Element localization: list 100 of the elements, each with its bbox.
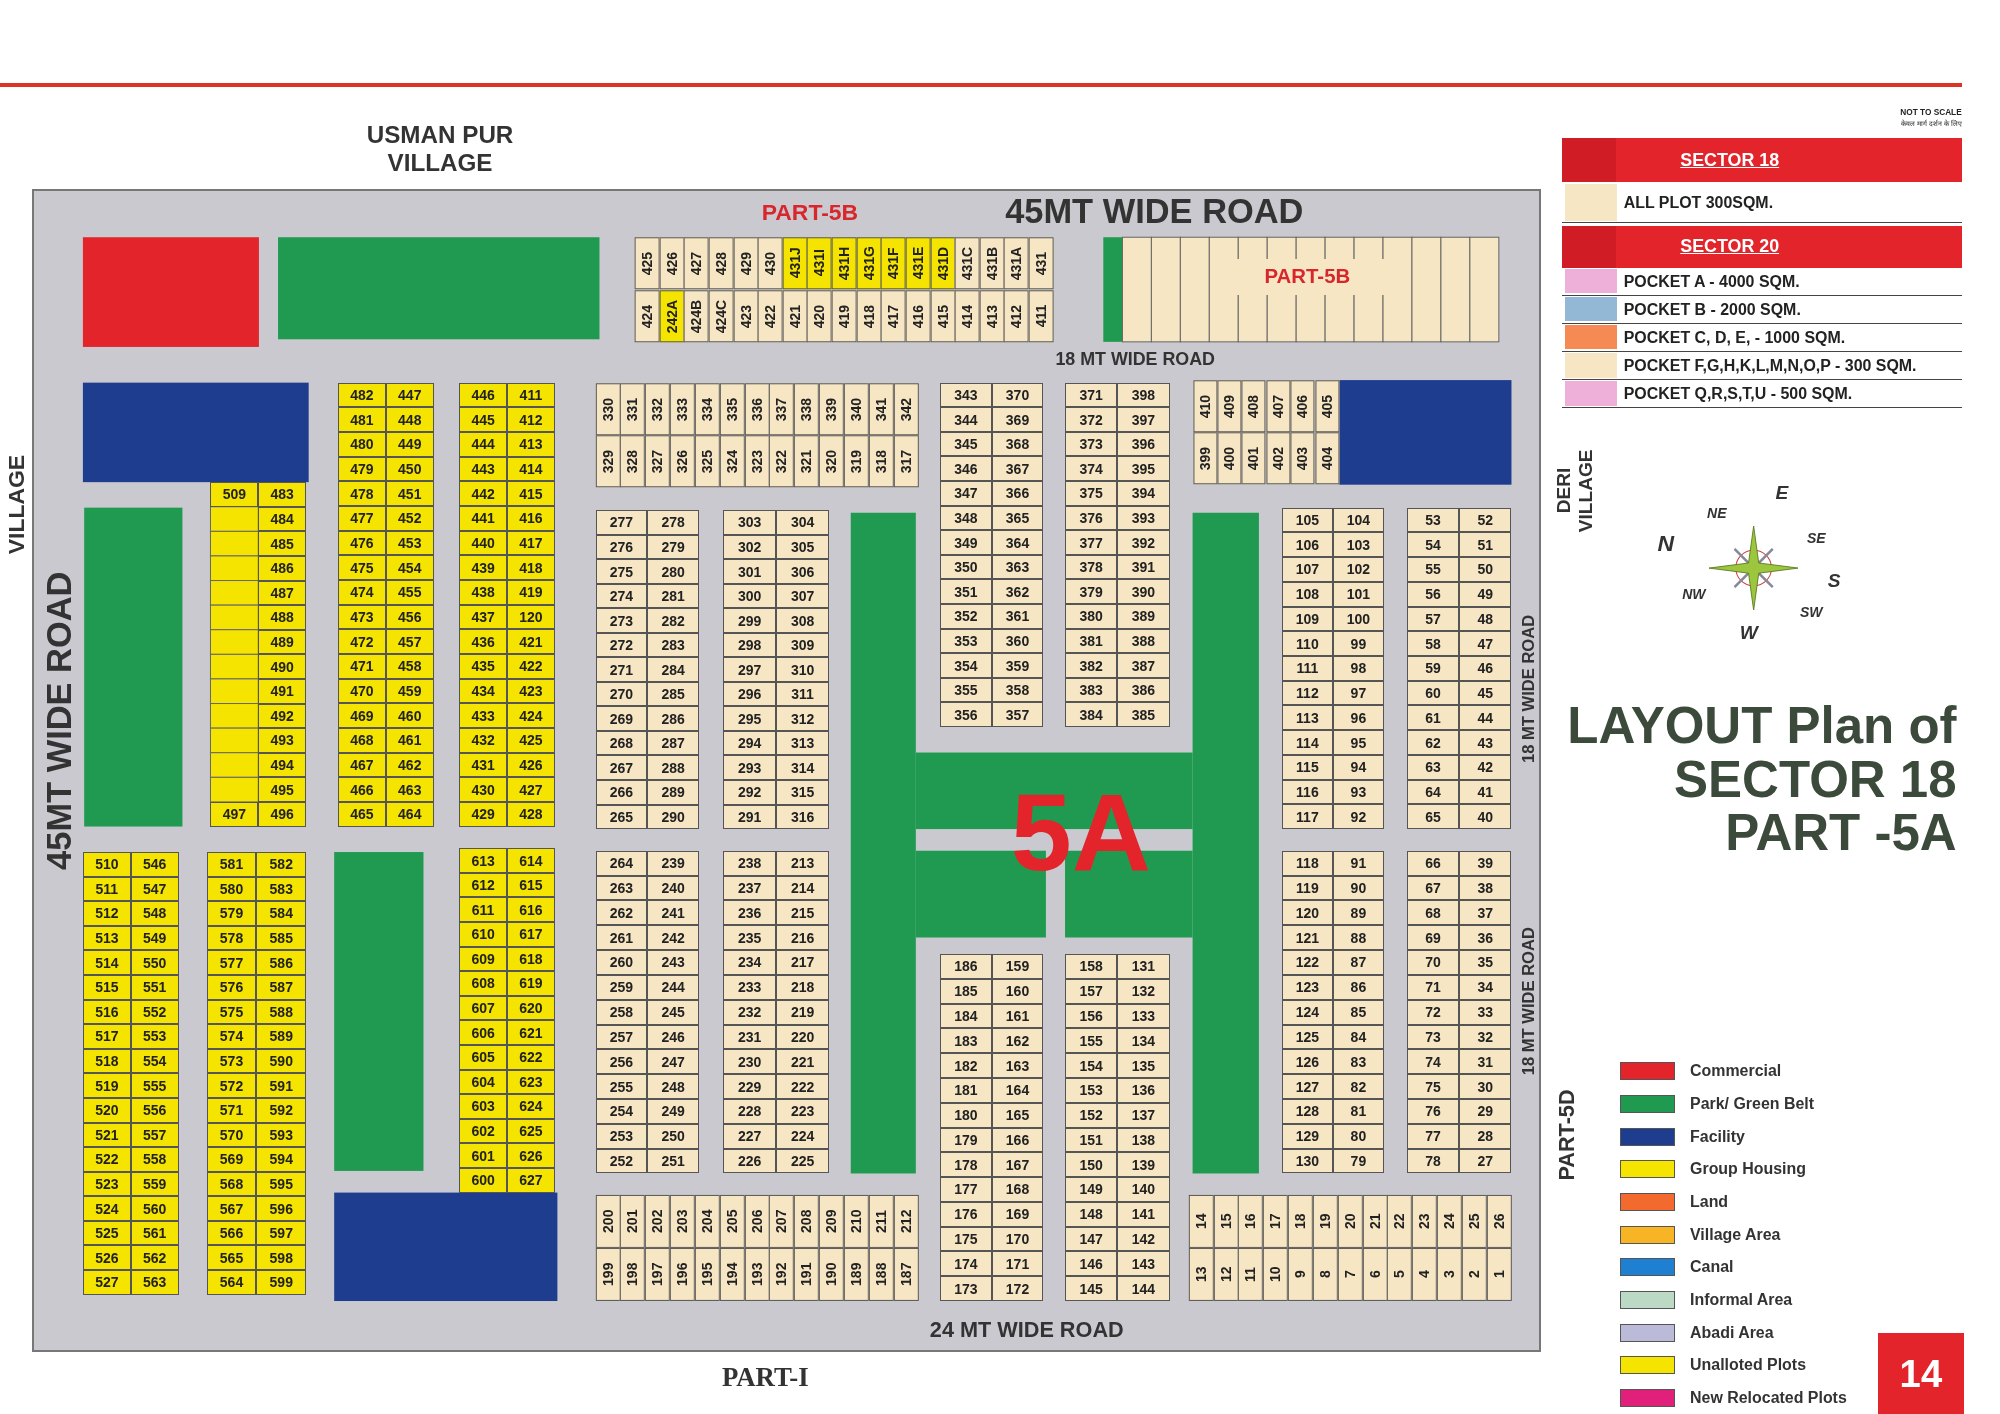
plot-number: 522 [82,1147,131,1172]
plot-number: 206 [744,1195,770,1249]
plot-number: 418 [856,289,882,342]
plot-number: 354 [940,653,992,678]
plot-number: 425 [507,727,555,753]
plot-number: 134 [1117,1028,1170,1054]
plot-number: 610 [459,922,507,947]
plot-number: 14 [1188,1195,1214,1249]
plot-number: 34 [1459,974,1512,1000]
plot-number: 209 [819,1195,844,1249]
plot-number: 293 [723,755,777,780]
plot-number: 351 [940,579,992,605]
plot-number: 158 [1065,954,1118,979]
plot-number: 595 [256,1171,307,1197]
plot-number: 167 [991,1152,1044,1178]
plot-number: 296 [723,681,777,707]
plot-number: 99 [1332,631,1384,656]
plot-number: 441 [459,505,507,531]
plot-number: 423 [733,289,759,342]
plot-number: 120 [507,604,555,630]
plot-number: 110 [1281,631,1333,656]
plot-number: 47 [1459,631,1512,656]
plot-number: 417 [881,289,906,342]
plot-number: 213 [776,850,830,876]
legend-label: Park/ Green Belt [1690,1094,1816,1115]
plot-number: 383 [1065,677,1118,703]
plot-number: 433 [459,703,507,728]
plot-number: 287 [647,730,699,756]
plot-number: 173 [940,1276,992,1301]
plot-number: 468 [338,727,386,753]
plot-number: 288 [647,755,699,780]
plot-number: 250 [647,1123,699,1149]
plot-number: 404 [1314,432,1340,485]
plot-number: 411 [507,382,555,408]
plot-number: 152 [1065,1102,1118,1128]
plot-number: 197 [645,1248,671,1301]
plot-number: 142 [1117,1226,1170,1252]
plot-number: 297 [723,657,777,682]
plot-number: 412 [507,407,555,432]
plot-number: 244 [647,974,699,1000]
plot-number: 381 [1065,628,1118,654]
plot-number: 445 [459,407,507,432]
plot-number: 280 [647,559,699,584]
legend-label: New Relocated Plots [1690,1387,1848,1408]
plot-number: 526 [82,1245,131,1271]
plot-number: 621 [507,1020,555,1045]
plot-number: 133 [1117,1003,1170,1029]
plot-number: 143 [1117,1251,1170,1277]
plot-number: 410 [1192,380,1217,433]
plot-number: 168 [991,1177,1044,1202]
plot-number: 376 [1065,505,1118,531]
plot-number: 369 [991,407,1044,432]
compass-letter: SE [1805,528,1827,548]
plot-number: 25 [1461,1195,1487,1249]
plot-number: 324 [719,434,745,488]
plot-number: 479 [338,456,386,482]
plot-number: 431I [807,237,833,290]
plot-number: 619 [507,971,555,996]
plot-number: 432 [459,727,507,753]
plot-number: 457 [385,629,434,654]
plot-number: 442 [459,481,507,506]
plot-number: 470 [338,678,386,704]
plot-number: 22 [1387,1195,1413,1249]
plot-number: 106 [1281,532,1333,558]
plot-number: 408 [1241,380,1266,433]
plot-number: 421 [782,289,808,342]
plot-number: 346 [940,456,992,482]
plot-number: 43 [1459,730,1512,755]
legend-label: POCKET F,G,H,K,L,M,N,O,P - 300 SQM. [1623,356,1918,377]
plot-number: 70 [1406,950,1460,975]
plot-number: 335 [719,382,745,435]
plot-number: 490 [258,654,307,679]
plot-number: 429 [733,237,759,290]
plot-number: 393 [1117,505,1170,531]
plot-number: 380 [1065,604,1118,629]
plot-number: 236 [723,900,777,926]
plot-number: 473 [338,604,386,630]
plot-number: 334 [694,382,720,435]
plot-number: 200 [595,1195,621,1249]
plot-number: 102 [1332,557,1384,582]
plot-number: 96 [1332,705,1384,731]
plot-number: 191 [794,1248,820,1301]
plot-number: 431H [832,237,857,290]
plot-number: 430 [758,237,783,290]
plot-number: 340 [843,382,869,435]
plot-number: 281 [647,583,699,609]
plot-number: 475 [338,555,386,580]
plot-number: 255 [595,1074,648,1099]
plot-number: 606 [459,1020,507,1045]
plot-number: 121 [1281,925,1333,951]
plot-number: 279 [647,534,699,560]
plot-number: 203 [670,1195,695,1249]
plot-number: 51 [1459,532,1512,558]
plot-number: 1 [1486,1248,1512,1301]
plot-number: 572 [206,1073,257,1098]
plot-number: 2 [1461,1248,1487,1301]
plot-number: 273 [595,608,648,633]
plot-number: 476 [338,530,386,556]
plot-number: 223 [776,1099,830,1124]
plot-number: 9 [1288,1248,1313,1301]
